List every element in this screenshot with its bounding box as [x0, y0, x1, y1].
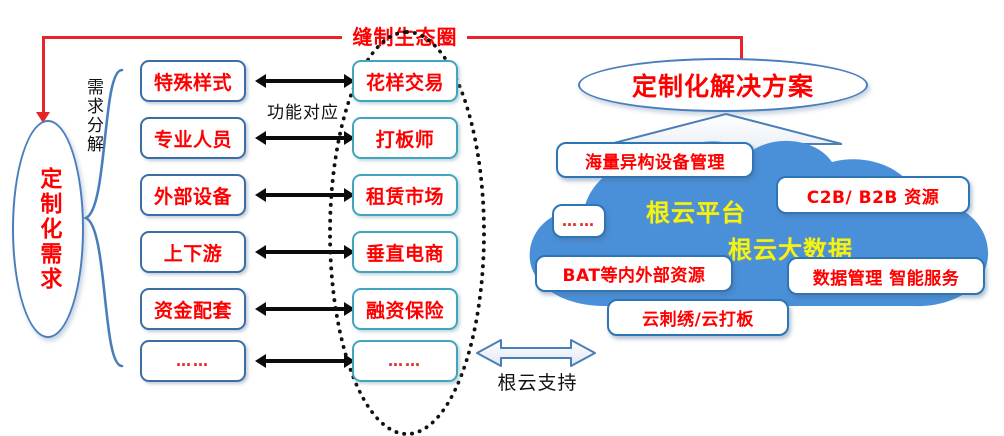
demand-item-0[interactable]: 特殊样式 — [140, 60, 246, 102]
demand-item-4[interactable]: 资金配套 — [140, 288, 246, 330]
demand-split-label: 需求分解 — [83, 78, 103, 154]
cloud-callout-label: 云刺绣/云打板 — [642, 310, 754, 330]
service-item-5[interactable]: …… — [352, 340, 458, 382]
service-item-4[interactable]: 融资保险 — [352, 288, 458, 330]
arrow-head-right — [344, 188, 355, 202]
demand-split-brace — [82, 68, 124, 368]
solution-ellipse-label: 定制化解决方案 — [631, 72, 814, 101]
service-item-2[interactable]: 租赁市场 — [352, 174, 458, 216]
red-arrowhead-to-demand — [36, 112, 50, 123]
service-item-label: 花样交易 — [365, 71, 444, 94]
cloud-callout-label: BAT等内外部资源 — [562, 266, 706, 286]
arrow-head-right — [344, 74, 355, 88]
ecosystem-title: 缝制生态圈 — [343, 20, 467, 50]
demand-item-label: 资金配套 — [153, 299, 232, 322]
cloud-callout-0[interactable]: 海量异构设备管理 — [556, 142, 754, 178]
cloud-callout-1[interactable]: C2B/ B2B 资源 — [776, 176, 970, 214]
cloud-callout-label: C2B/ B2B 资源 — [806, 187, 940, 208]
service-item-1[interactable]: 打板师 — [352, 117, 458, 159]
arrow-head-left — [255, 188, 266, 202]
cloud-callout-5[interactable]: 云刺绣/云打板 — [607, 299, 789, 336]
arrow-head-left — [255, 245, 266, 259]
arrow-head-left — [255, 354, 266, 368]
demand-item-label: 上下游 — [163, 242, 223, 265]
mapping-arrow-4 — [255, 302, 355, 316]
mapping-arrow-5 — [255, 354, 355, 368]
ecosystem-line-down-left — [42, 36, 45, 116]
service-item-label: 打板师 — [375, 128, 435, 151]
demand-item-2[interactable]: 外部设备 — [140, 174, 246, 216]
arrow-shaft — [264, 136, 346, 140]
service-item-label: 垂直电商 — [365, 242, 444, 265]
arrow-shaft — [264, 79, 346, 83]
demand-ellipse: 定制化需求 — [12, 120, 84, 338]
arrow-shaft — [264, 250, 346, 254]
mapping-arrow-2 — [255, 188, 355, 202]
arrow-head-right — [344, 302, 355, 316]
mapping-arrow-1 — [255, 131, 355, 145]
support-label: 根云支持 — [497, 372, 578, 394]
demand-item-5[interactable]: …… — [140, 340, 246, 382]
service-item-0[interactable]: 花样交易 — [352, 60, 458, 102]
cloud-callout-label: 海量异构设备管理 — [585, 152, 725, 173]
ecosystem-line-right — [465, 36, 743, 39]
ecosystem-line-left — [42, 36, 342, 39]
mapping-arrow-3 — [255, 245, 355, 259]
arrow-shaft — [264, 193, 346, 197]
cloud-callout-2[interactable]: …… — [552, 204, 606, 238]
ecosystem-line-down-right — [740, 36, 743, 66]
cloud-callout-label: …… — [562, 212, 596, 230]
arrow-head-left — [255, 131, 266, 145]
service-item-label: …… — [388, 352, 422, 370]
mapping-arrow-0 — [255, 74, 355, 88]
arrow-head-right — [344, 354, 355, 368]
arrow-head-left — [255, 302, 266, 316]
arrow-shaft — [264, 359, 346, 363]
demand-ellipse-label: 定制化需求 — [36, 166, 62, 292]
demand-item-label: 特殊样式 — [153, 71, 232, 94]
service-item-label: 融资保险 — [365, 299, 444, 322]
service-item-label: 租赁市场 — [365, 185, 444, 208]
arrow-head-right — [344, 131, 355, 145]
arrow-head-left — [255, 74, 266, 88]
demand-item-label: 专业人员 — [153, 128, 232, 151]
demand-item-label: …… — [176, 352, 210, 370]
cloud-callout-4[interactable]: 数据管理 智能服务 — [787, 257, 985, 295]
arrow-shaft — [264, 307, 346, 311]
cloud-platform-label: 根云平台 — [646, 199, 746, 227]
function-mapping-label: 功能对应 — [267, 103, 339, 123]
service-item-3[interactable]: 垂直电商 — [352, 231, 458, 273]
solution-ellipse: 定制化解决方案 — [578, 58, 868, 112]
arrow-head-right — [344, 245, 355, 259]
cloud-callout-3[interactable]: BAT等内外部资源 — [535, 255, 733, 292]
diagram-canvas: 缝制生态圈 定制化需求 需求分解 特殊样式 专业人员 外部设备 上下游 资金配套… — [12, 20, 989, 436]
demand-item-label: 外部设备 — [153, 185, 232, 208]
demand-item-1[interactable]: 专业人员 — [140, 117, 246, 159]
demand-item-3[interactable]: 上下游 — [140, 231, 246, 273]
roots-support-arrow — [476, 339, 596, 367]
cloud-callout-label: 数据管理 智能服务 — [812, 268, 960, 289]
